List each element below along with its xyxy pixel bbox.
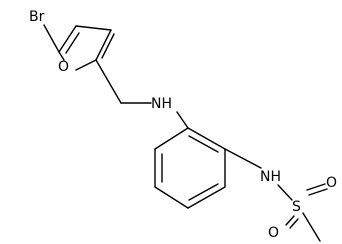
benzene-ring bbox=[154, 127, 226, 209]
bond-b1-b2 bbox=[187, 127, 226, 150]
oxygen-bottom-label: O bbox=[268, 225, 279, 241]
bond-s-ch3 bbox=[302, 212, 321, 242]
bond-c4-c5-inner bbox=[65, 32, 80, 54]
bond-c5-br bbox=[43, 24, 60, 53]
oxygen-top-label: O bbox=[326, 175, 337, 191]
bond-s-o-top-a bbox=[306, 183, 326, 191]
bond-ring-nh bbox=[224, 148, 262, 169]
bond-s-o-top-b bbox=[308, 188, 328, 196]
bond-b4-b5 bbox=[154, 186, 189, 209]
bond-b3-b4-inner bbox=[188, 183, 219, 201]
bond-s-o-bottom-b bbox=[289, 218, 299, 229]
bond-c4-c5 bbox=[58, 25, 77, 53]
bond-c2-c3-inner bbox=[101, 33, 115, 59]
bond-b3-b4 bbox=[187, 186, 226, 209]
bromine-label: Br bbox=[29, 9, 45, 25]
bond-o-c2 bbox=[75, 59, 97, 71]
sulfonamide-nh-label: NH bbox=[260, 169, 281, 185]
bond-nh-ring bbox=[176, 111, 189, 129]
amine-nh-label: NH bbox=[151, 96, 172, 112]
bond-s-o-bottom-a bbox=[285, 215, 295, 226]
furan-ring bbox=[58, 25, 115, 71]
bond-b1-b2-inner bbox=[188, 135, 219, 153]
bond-nh-s bbox=[277, 184, 293, 201]
bond-c5-o bbox=[58, 51, 65, 61]
bond-c2-ch2 bbox=[95, 59, 122, 104]
furan-oxygen-label: O bbox=[58, 59, 69, 75]
bond-c2-c3 bbox=[95, 29, 112, 61]
bond-c3-c4 bbox=[75, 25, 112, 31]
bond-b6-b1 bbox=[154, 127, 189, 150]
sulfur-label: S bbox=[292, 199, 301, 215]
